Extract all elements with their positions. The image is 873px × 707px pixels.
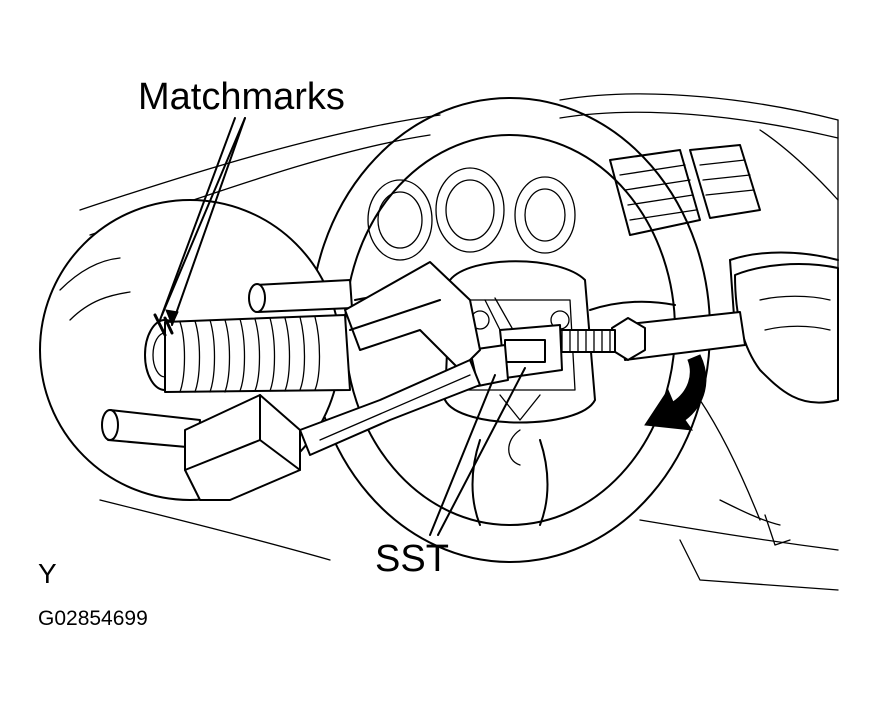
gauge-cluster [367, 167, 576, 261]
detail-magnifier [39, 199, 353, 501]
matchmarks-label: Matchmarks [138, 76, 345, 118]
air-vents [609, 144, 761, 236]
puller-frame [299, 261, 481, 456]
curved-arrow-icon [644, 354, 707, 431]
hand [734, 263, 839, 404]
sst-tool [469, 297, 746, 387]
figure-code-label: G02854699 [38, 607, 148, 630]
sst-label: SST [375, 538, 449, 580]
leader-lines [159, 117, 526, 536]
view-letter-label: Y [38, 558, 57, 589]
